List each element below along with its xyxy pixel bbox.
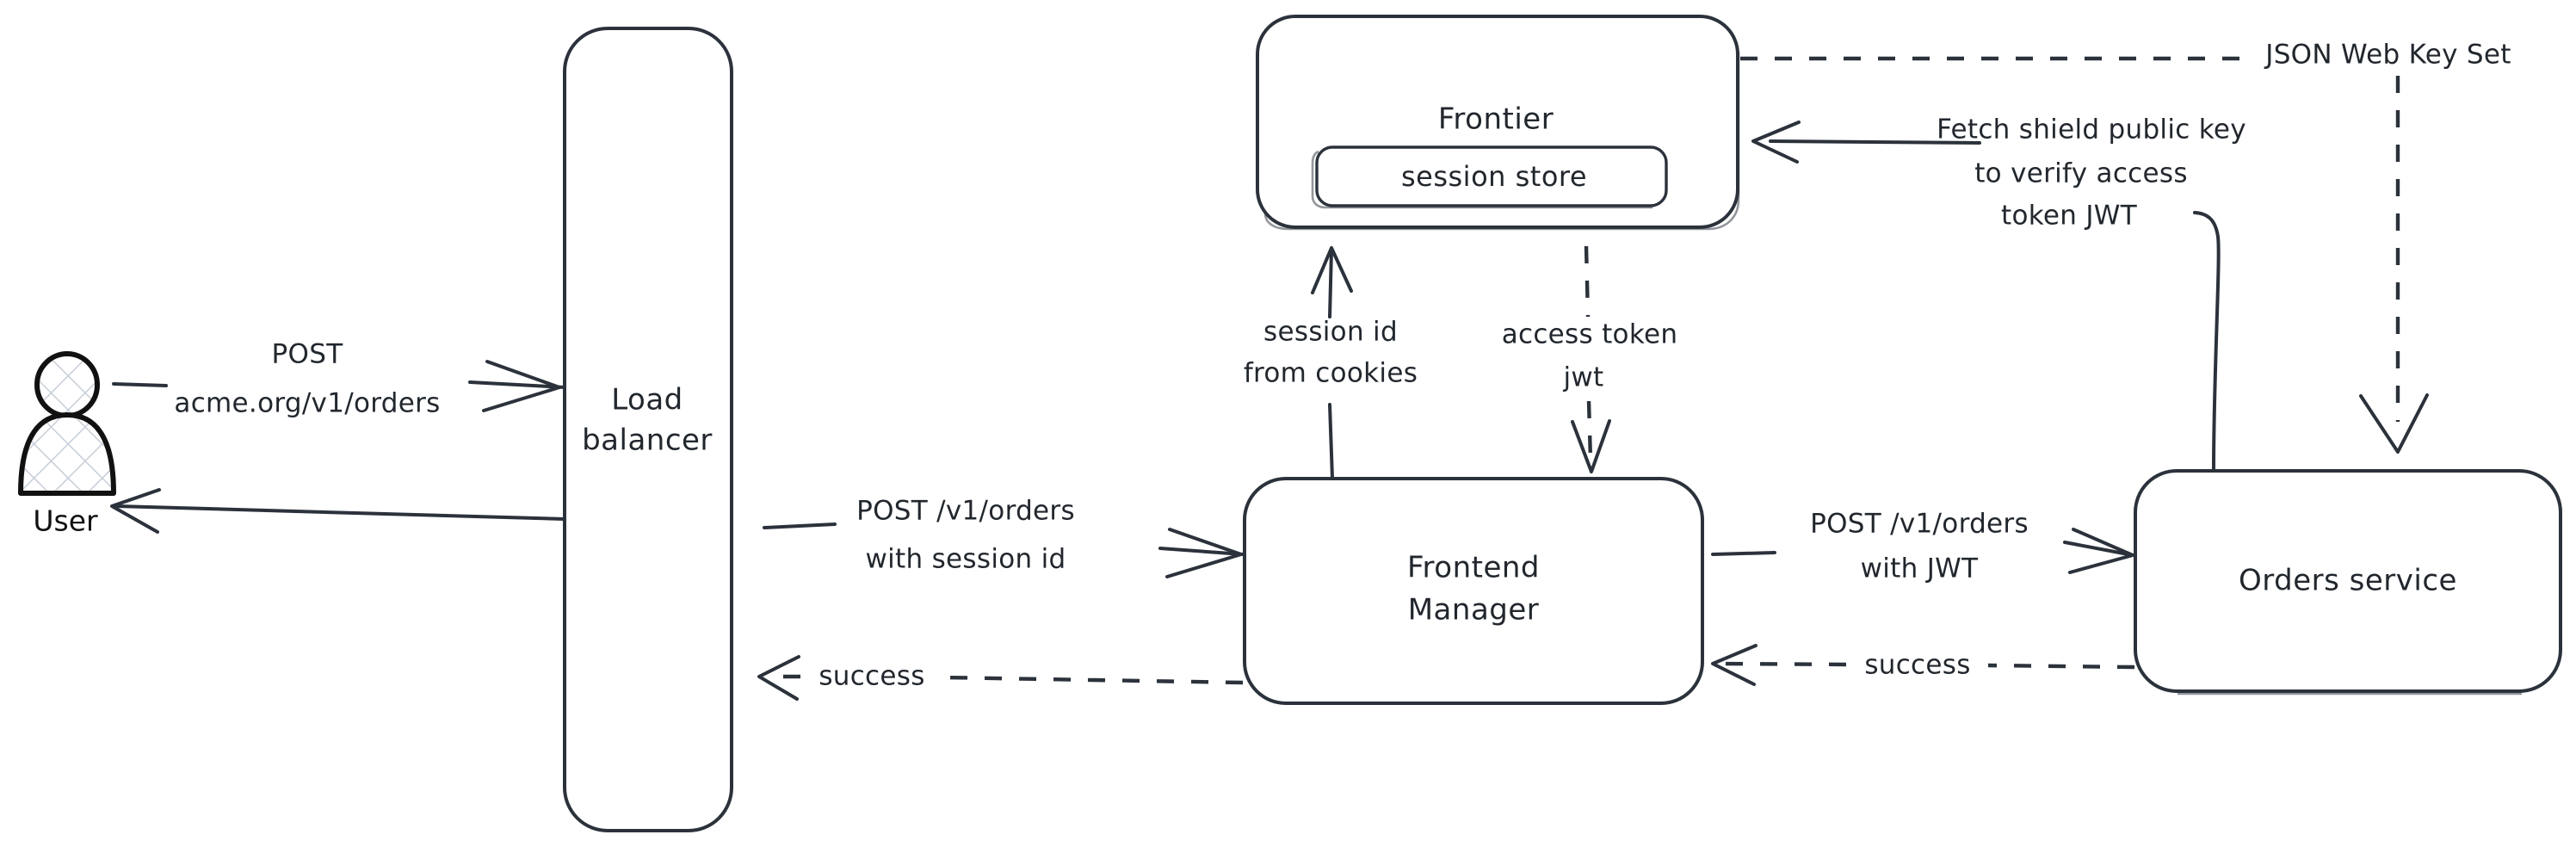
frontend-manager-label-line1: Frontend (1407, 551, 1540, 585)
edge-load-balancer-to-user (110, 488, 566, 534)
edge-lb-to-user-line (115, 504, 566, 521)
edge-lb-to-fm-label-line1: POST /v1/orders (856, 496, 1075, 527)
session-store-label: session store (1401, 160, 1587, 193)
edge-frontier-to-fm-line-lower (1586, 400, 1593, 461)
edge-fm-to-lb-arrowhead (757, 655, 800, 701)
edge-user-to-lb-line (112, 382, 168, 387)
edge-jwks-label: JSON Web Key Set (2264, 40, 2511, 71)
edge-frontier-to-fm-label-line1: access token (1502, 319, 1678, 350)
edge-frontier-to-fm-arrowhead (1571, 419, 1611, 473)
user-label: User (33, 504, 98, 538)
edge-orders-to-frontier-curve (2193, 211, 2221, 472)
edge-orders-to-frontier-label-line1: Fetch shield public key (1937, 114, 2246, 145)
frontier-label: Frontier (1438, 102, 1554, 137)
edge-user-to-lb-line-right (468, 380, 566, 389)
edge-fm-to-frontier-line-lower (1328, 403, 1334, 480)
edge-jwks-arrowhead (2359, 393, 2429, 454)
edge-fm-to-frontier-line-upper (1328, 248, 1333, 318)
edge-user-to-lb-label-line1: POST (272, 339, 344, 370)
edge-frontend-manager-to-frontier: session id from cookies (1244, 246, 1418, 480)
edge-fm-to-frontier-label-line2: from cookies (1244, 358, 1418, 389)
edge-orders-to-fm-line-right (1987, 663, 2135, 670)
edge-frontend-manager-to-orders-service: POST /v1/orders with JWT (1711, 509, 2134, 584)
edge-frontend-manager-to-load-balancer: success (757, 655, 1244, 701)
session-store-box (1315, 145, 1668, 207)
edge-orders-to-fm-label: success (1864, 650, 1970, 681)
edge-fm-to-orders-line-right (2063, 541, 2134, 557)
edge-fm-to-frontier-arrowhead (1311, 246, 1353, 294)
node-user[interactable]: User (18, 351, 116, 538)
edge-orders-to-frontier-label-line2: to verify access (1974, 158, 2188, 189)
edge-lb-to-user-arrowhead (110, 488, 161, 534)
load-balancer-box (563, 27, 733, 832)
user-body-icon (18, 412, 116, 496)
node-orders-service[interactable]: Orders service (2134, 469, 2562, 696)
edge-fm-to-orders-label-line1: POST /v1/orders (1810, 509, 2029, 540)
edge-frontier-to-fm-label-line2: jwt (1562, 362, 1603, 393)
edge-fm-to-lb-line-right (942, 675, 1244, 685)
edge-fm-to-orders-line-left (1711, 551, 1776, 556)
frontend-manager-box (1243, 477, 1704, 705)
load-balancer-label-line2: balancer (582, 424, 713, 458)
edge-user-to-lb-arrowhead (482, 360, 561, 412)
edge-orders-to-frontier-line (1769, 139, 1981, 145)
node-load-balancer[interactable]: Load balancer (563, 27, 733, 832)
edge-orders-to-fm-arrowhead (1711, 644, 1757, 686)
edge-orders-to-frontier-arrowhead (1751, 121, 1801, 164)
edge-lb-to-fm-line-left (763, 522, 837, 529)
edge-lb-to-fm-arrowhead (1165, 528, 1243, 578)
edge-orders-service-to-frontend-manager: success (1711, 644, 2135, 686)
session-store-shadow (1311, 150, 1652, 209)
edge-frontier-to-fm-line-upper (1584, 245, 1591, 318)
edge-frontier-to-frontend-manager: access token jwt (1502, 245, 1678, 473)
edge-fm-to-frontier-label-line1: session id (1263, 317, 1398, 348)
orders-service-label: Orders service (2239, 564, 2457, 598)
edge-orders-to-fm-line-left (1720, 661, 1847, 667)
edge-user-to-lb-label-line2: acme.org/v1/orders (174, 388, 440, 419)
load-balancer-label-line1: Load (611, 383, 683, 417)
orders-service-box (2134, 469, 2562, 693)
edge-lb-to-fm-line-right (1158, 547, 1245, 556)
edge-fm-to-orders-arrowhead (2068, 528, 2134, 574)
edge-frontier-to-orders-service: JSON Web Key Set (1740, 40, 2511, 454)
edge-user-to-load-balancer: POST acme.org/v1/orders (112, 339, 566, 419)
edge-fm-to-lb-label: success (819, 661, 924, 692)
edge-orders-to-frontier-label-line3: token JWT (2001, 201, 2138, 232)
edge-orders-service-to-frontier: Fetch shield public key to verify access… (1751, 114, 2246, 472)
edge-load-balancer-to-frontend-manager: POST /v1/orders with session id (763, 496, 1245, 578)
user-head-icon (34, 351, 100, 418)
node-frontend-manager[interactable]: Frontend Manager (1243, 477, 1704, 705)
edge-fm-to-orders-label-line2: with JWT (1861, 553, 1980, 584)
frontend-manager-label-line2: Manager (1408, 593, 1540, 628)
frontier-shadow (1263, 52, 1740, 231)
edge-lb-to-fm-label-line2: with session id (865, 544, 1066, 575)
node-frontier[interactable]: Frontier session store (1256, 15, 1740, 231)
